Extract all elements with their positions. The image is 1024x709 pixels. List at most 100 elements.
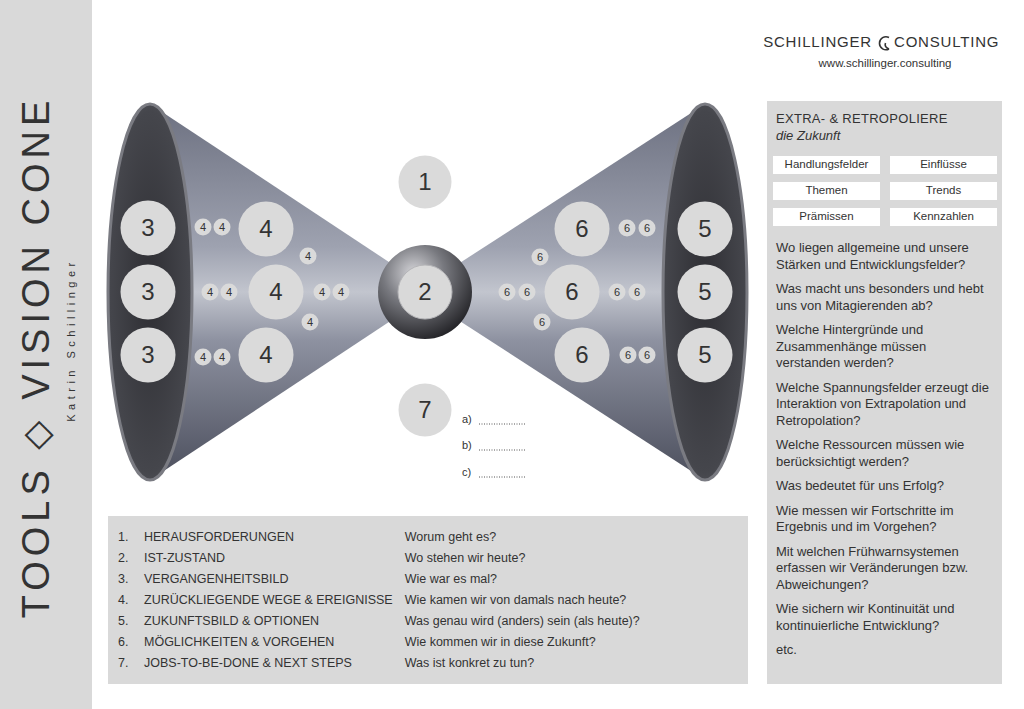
- number-label: 6: [575, 343, 588, 367]
- path-dot: 4: [213, 218, 231, 236]
- option-letter: b): [462, 439, 472, 452]
- list-number: 1.: [118, 529, 132, 545]
- guiding-question: Wo stehen wir heute?: [405, 550, 738, 566]
- number-label: 1: [418, 170, 431, 194]
- option-dot: 6: [638, 219, 656, 237]
- guiding-question: Wie kommen wir in diese Zukunft?: [405, 634, 738, 650]
- panel-question: etc.: [776, 642, 992, 659]
- circle-fill: [399, 384, 452, 437]
- circle-fill: [314, 284, 331, 301]
- logo-word: SCHILLINGER: [763, 33, 872, 51]
- path-dot: 4: [194, 348, 212, 366]
- option-dot: 6: [498, 283, 516, 301]
- tag-box: Handlungsfelder: [773, 156, 880, 174]
- phase-name: MÖGLICHKEITEN & VORGEHEN: [144, 634, 393, 650]
- circle-fill: [678, 202, 733, 257]
- option-dot: 6: [608, 283, 626, 301]
- number-label: 4: [269, 280, 282, 304]
- left-cone-opening: [108, 104, 192, 480]
- panel-question: Welche Ressourcen müssen wie berücksicht…: [776, 437, 992, 470]
- tag-grid: HandlungsfelderEinflüsseThemenTrendsPräm…: [773, 156, 992, 226]
- tag-box: Kennzahlen: [890, 208, 997, 226]
- number-label: 5: [698, 280, 711, 304]
- phase-name: IST-ZUSTAND: [144, 550, 393, 566]
- circle-fill: [639, 347, 656, 364]
- logo-symbol: [879, 37, 889, 50]
- circle-fill: [195, 219, 212, 236]
- path-circle: 4: [248, 264, 304, 320]
- number-label: 4: [338, 287, 344, 298]
- panel-question: Mit welchen Frühwarnsystemen erfassen wi…: [776, 544, 992, 594]
- number-label: 4: [307, 317, 313, 328]
- circle-fill: [499, 284, 516, 301]
- path-circle: 4: [238, 201, 294, 257]
- circle-fill: [239, 328, 294, 383]
- right-cone-opening: [663, 104, 747, 480]
- option-dot: 6: [619, 346, 637, 364]
- circle-fill: [239, 202, 294, 257]
- phase-name: HERAUSFORDERUNGEN: [144, 529, 393, 545]
- number-label: 5: [698, 343, 711, 367]
- phase-name: ZURÜCKLIEGENDE WEGE & EREIGNISSE: [144, 592, 393, 608]
- panel-heading: EXTRA- & RETROPOLIERE: [776, 110, 992, 127]
- tag-label: Prämissen: [799, 211, 853, 223]
- list-number: 5.: [118, 613, 132, 629]
- option-dot: 6: [533, 313, 551, 331]
- panel-subheading: die Zukunft: [776, 127, 992, 144]
- past-circle: 3: [120, 264, 176, 320]
- path-dot: 4: [313, 283, 331, 301]
- tag-label: Kennzahlen: [913, 211, 974, 223]
- circle-fill: [121, 328, 176, 383]
- tool-title: TOOLS ◇ VISION CONE: [16, 96, 58, 619]
- future-circle: 5: [677, 201, 733, 257]
- circle-fill: [302, 314, 319, 331]
- panel-question: Welche Spannungsfelder erzeugt die Inter…: [776, 380, 992, 430]
- circle-fill: [678, 328, 733, 383]
- number-label: 4: [207, 287, 213, 298]
- circle-fill: [532, 249, 549, 266]
- number-label: 4: [305, 251, 311, 262]
- number-label: 3: [141, 216, 154, 240]
- circle-fill: [249, 265, 304, 320]
- tag-box: Trends: [890, 182, 997, 200]
- option-circle: 6: [554, 201, 610, 257]
- tag-box: Themen: [773, 182, 880, 200]
- past-circle: 3: [120, 327, 176, 383]
- number-label: 6: [644, 223, 650, 234]
- number-label: 6: [524, 287, 530, 298]
- phase-name: JOBS-TO-BE-DONE & NEXT STEPS: [144, 655, 393, 671]
- guiding-question: Wie kamen wir von damals nach heute?: [405, 592, 738, 608]
- circle-fill: [195, 349, 212, 366]
- path-dot: 4: [332, 283, 350, 301]
- path-dot: 4: [301, 313, 319, 331]
- number-label: 6: [504, 287, 510, 298]
- number-label: 4: [200, 352, 206, 363]
- number-label: 7: [418, 398, 431, 422]
- panel-question: Wo liegen allgemeine und unsere Stärken …: [776, 240, 992, 273]
- number-label: 5: [698, 217, 711, 241]
- list-number: 2.: [118, 550, 132, 566]
- circle-fill: [399, 156, 452, 209]
- option-circle: 6: [554, 327, 610, 383]
- number-label: 4: [319, 287, 325, 298]
- panel-question: Wie sichern wir Kontinuität und kontinui…: [776, 601, 992, 634]
- tag-box: Einflüsse: [890, 156, 997, 174]
- circle-fill: [214, 219, 231, 236]
- number-label: 6: [537, 252, 543, 263]
- number-label: 6: [575, 217, 588, 241]
- number-label: 4: [259, 343, 272, 367]
- guiding-question: Worum geht es?: [405, 529, 738, 545]
- guiding-question: Wie war es mal?: [405, 571, 738, 587]
- number-label: 4: [226, 287, 232, 298]
- circle-fill: [333, 284, 350, 301]
- option-dot: 6: [628, 283, 646, 301]
- answer-line: [479, 450, 526, 451]
- circle-fill: [202, 284, 219, 301]
- future-circle: 5: [677, 264, 733, 320]
- path-dot: 4: [201, 283, 219, 301]
- path-dot: 4: [299, 247, 317, 265]
- panel-question: Was macht uns besonders und hebt uns von…: [776, 281, 992, 314]
- circle-fill: [555, 202, 610, 257]
- tag-label: Einflüsse: [920, 159, 967, 171]
- sphere-shape: [378, 245, 472, 339]
